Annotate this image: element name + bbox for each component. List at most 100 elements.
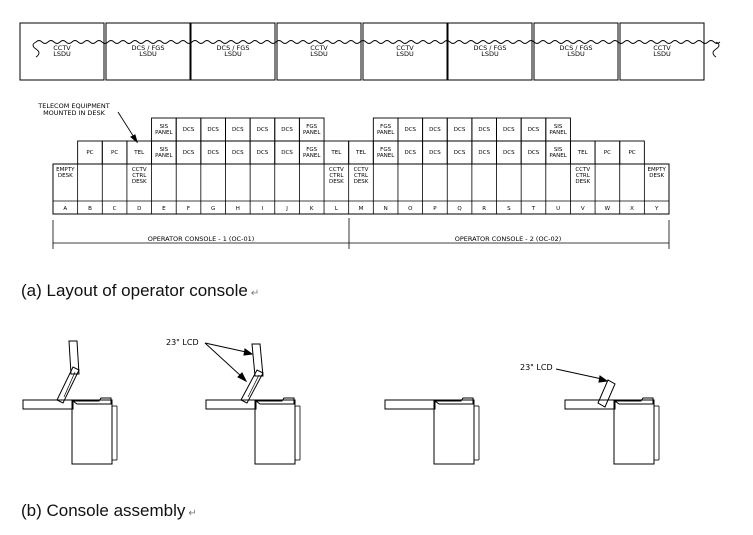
- desk-letter: J: [285, 206, 288, 212]
- console-1-label: OPERATOR CONSOLE - 1 (OC-01): [148, 235, 255, 243]
- desk-letter: M: [359, 206, 364, 212]
- desk-letter: K: [310, 206, 314, 212]
- upper-panel-label: DCS: [257, 127, 269, 133]
- monitor-detail: [247, 374, 260, 398]
- desk-letter: S: [507, 206, 511, 212]
- desk-equipment-label: DCS: [232, 150, 244, 156]
- desk-equipment-label: DCS: [207, 150, 219, 156]
- desk-letter: N: [384, 206, 388, 212]
- monitor-upper: [68, 340, 80, 375]
- desk-letter: A: [63, 206, 67, 212]
- screen-panel: [276, 22, 362, 81]
- desk-equipment-label: PC: [628, 150, 635, 156]
- upper-panel-label: DCS: [478, 127, 490, 133]
- upper-panel-label: DCS: [503, 127, 515, 133]
- desk-equipment-label: TEL: [133, 150, 145, 156]
- lcd-label-1: 23" LCD: [166, 338, 199, 347]
- console-2-label: OPERATOR CONSOLE - 2 (OC-02): [455, 235, 562, 243]
- desk-equipment-label: DCS: [281, 150, 293, 156]
- desk-letter: D: [137, 206, 141, 212]
- screen-panel: [362, 22, 448, 81]
- upper-panel-label: DCS: [454, 127, 466, 133]
- desk-equipment-label: TEL: [330, 150, 342, 156]
- desk-equipment-label: DCS: [429, 150, 441, 156]
- desk-plate: [433, 397, 474, 405]
- desk-letter: O: [408, 206, 413, 212]
- screen-panel: [19, 22, 105, 81]
- upper-panel-label: DCS: [281, 127, 293, 133]
- desk-letter: T: [531, 206, 536, 212]
- desk-letter: G: [211, 206, 215, 212]
- console-assembly-dual-lcd-labeled: [205, 343, 301, 465]
- desk-equipment-label: PC: [604, 150, 611, 156]
- desk-letter: Q: [457, 206, 462, 212]
- desk-letter: X: [630, 206, 634, 212]
- monitor-upper: [251, 343, 264, 377]
- screen-panel: [619, 22, 705, 81]
- upper-panel-label: DCS: [528, 127, 540, 133]
- lcd-leader: [204, 342, 242, 377]
- desk-row-frame: [52, 163, 670, 215]
- desk-letter: B: [88, 206, 92, 212]
- wave-end-left: [32, 41, 40, 58]
- screen-panel: [190, 22, 276, 81]
- desk-equipment-label: TEL: [355, 150, 367, 156]
- screen-coverage-wave: [35, 40, 721, 44]
- console-assembly-single-lcd: [564, 379, 660, 465]
- upper-panel-label: DCS: [404, 127, 416, 133]
- screen-panel: [105, 22, 191, 81]
- desk-equipment-label: PC: [86, 150, 93, 156]
- desk-top: [564, 399, 616, 410]
- caption-assembly-text: (b) Console assembly: [21, 501, 186, 520]
- desk-top: [384, 399, 436, 410]
- upper-panel-label: DCS: [183, 127, 195, 133]
- caption-assembly: (b) Console assembly↵: [21, 501, 197, 521]
- desk-letter: I: [262, 206, 264, 212]
- console-dimension-lines: OPERATOR CONSOLE - 1 (OC-01) OPERATOR CON…: [52, 218, 670, 249]
- desk-plate: [254, 397, 295, 405]
- desk-letter: R: [482, 206, 486, 212]
- lcd-label-2: 23" LCD: [520, 363, 553, 372]
- console-assembly-views: 23" LCD 23" LCD: [22, 338, 660, 465]
- desk-equipment-label: DCS: [528, 150, 540, 156]
- caption-layout: (a) Layout of operator console↵: [21, 281, 259, 301]
- desk-equipment-label: TEL: [577, 150, 589, 156]
- desk-letter: E: [162, 206, 166, 212]
- console-assembly-dual-lcd: [22, 340, 118, 465]
- desk-letter: C: [113, 206, 117, 212]
- upper-panel-label: DCS: [429, 127, 441, 133]
- desk-letter: F: [187, 206, 190, 212]
- desk-plate: [613, 397, 654, 405]
- lcd-arrowhead: [243, 348, 254, 356]
- desk-equipment-label: PC: [111, 150, 118, 156]
- desk-letter: W: [605, 206, 611, 212]
- screen-panel: [447, 22, 533, 81]
- monitor-single: [597, 379, 616, 408]
- desk-letter: P: [433, 206, 437, 212]
- monitor-detail: [63, 371, 76, 398]
- desk-body: [71, 399, 113, 465]
- desk-body: [613, 399, 655, 465]
- desk-letter: H: [236, 206, 240, 212]
- desk-equipment-label: DCS: [183, 150, 195, 156]
- lcd-arrowhead: [237, 372, 248, 383]
- return-mark-icon: ↵: [188, 508, 197, 519]
- desk-equipment-label: DCS: [454, 150, 466, 156]
